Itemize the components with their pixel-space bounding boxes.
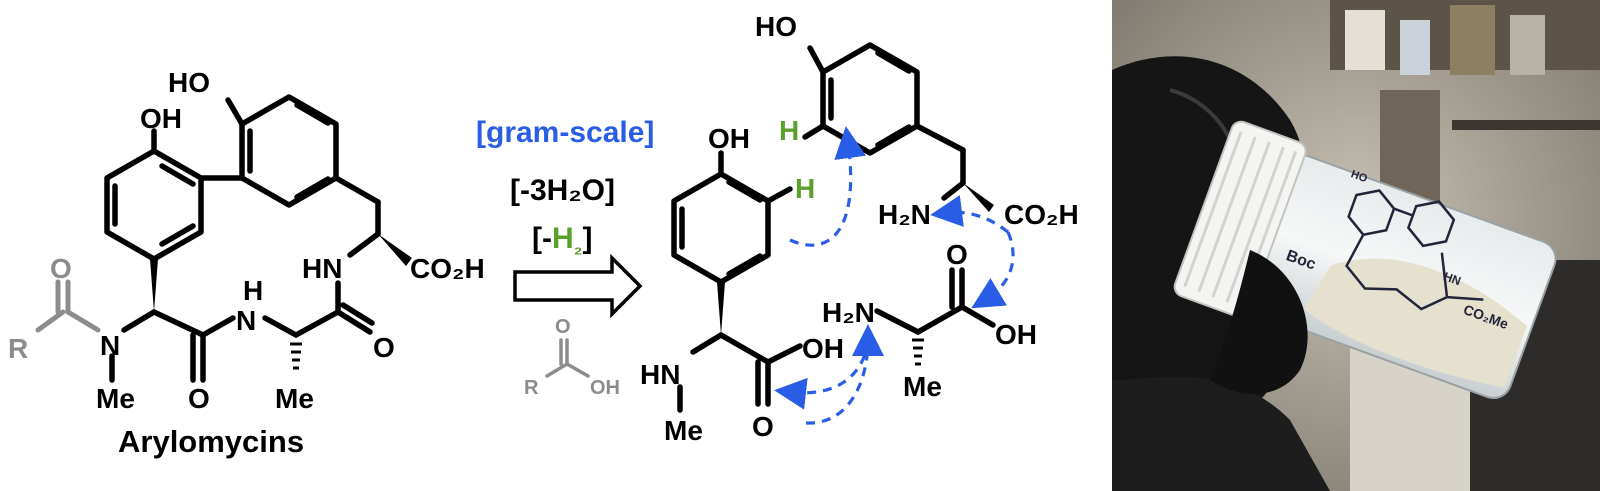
phenol-oh-label: OH bbox=[140, 103, 182, 134]
phenylglycine-oh-acid-label: OH bbox=[802, 333, 844, 364]
vial-photo: HO Boc HN CO₂Me bbox=[1112, 0, 1600, 491]
alanine-amine-label: H₂N bbox=[822, 297, 875, 328]
phenol-ho-label: HO bbox=[168, 67, 210, 98]
phenylglycine-me-label: Me bbox=[664, 415, 703, 446]
acid-oh-label: OH bbox=[590, 377, 620, 399]
alanine-oh-label: OH bbox=[995, 319, 1037, 350]
tyrosine-amine-label: H₂N bbox=[878, 199, 931, 230]
acyl-r-label: R bbox=[8, 333, 28, 364]
amide-coupling-arrow-2-return bbox=[930, 195, 1009, 234]
hydrogen-loss-label: [-H₂] bbox=[532, 222, 593, 259]
bond-formation-arrows bbox=[774, 126, 1015, 425]
tyrosine-ho-label: HO bbox=[755, 11, 797, 42]
n-methyl-me-label: Me bbox=[96, 383, 135, 414]
phenylglycine-fragment: OH H HN Me OH O bbox=[640, 123, 844, 446]
phenylglycine-oh-label: OH bbox=[708, 123, 750, 154]
tyrosine-fragment: HO H H₂N CO₂H bbox=[755, 11, 1079, 230]
n-methyl-n-label: N bbox=[100, 330, 120, 361]
tyrosine-h-label: H bbox=[779, 115, 799, 146]
carboxylic-acid-label: CO₂H bbox=[410, 253, 485, 284]
amide-h-label: H bbox=[243, 275, 263, 306]
tyrosine-acid-label: CO₂H bbox=[1004, 199, 1079, 230]
water-loss-label: [-3H₂O] bbox=[510, 174, 615, 207]
amide-coupling-arrow-1-return bbox=[774, 339, 870, 410]
amide-nh-label: HN bbox=[302, 253, 342, 284]
phenylglycine-h-label: H bbox=[795, 173, 815, 204]
product-title: Arylomycins bbox=[118, 424, 304, 459]
ring-a bbox=[104, 148, 204, 262]
alanine-o-label: O bbox=[946, 239, 968, 270]
scale-label: [gram-scale] bbox=[476, 116, 654, 149]
phenylglycine-o-label: O bbox=[752, 411, 774, 442]
arylomycin-structure: HO OH HN CO₂H O H N O Me N Me O R Arylom… bbox=[8, 67, 485, 459]
ring-b bbox=[239, 94, 339, 208]
amide-coupling-arrow-1 bbox=[805, 324, 884, 425]
phenylglycine-nh-label: HN bbox=[640, 359, 680, 390]
reaction-arrow bbox=[513, 253, 643, 319]
vial-ho-label: HO bbox=[1349, 168, 1369, 185]
vial-nh-label: HN bbox=[1442, 269, 1463, 288]
acyl-o-label: O bbox=[50, 253, 72, 284]
methyl-label: Me bbox=[275, 383, 314, 414]
phenylglycine-ring bbox=[671, 171, 771, 285]
alanine-me-label: Me bbox=[903, 371, 942, 402]
alanine-fragment: H₂N O OH Me bbox=[822, 239, 1037, 402]
carbonyl-o-label: O bbox=[373, 332, 395, 363]
amide-n-label: N bbox=[236, 305, 256, 336]
carbonyl-o-label-2: O bbox=[188, 383, 210, 414]
reaction-conditions: [gram-scale] [-3H₂O] [-H₂] O R OH bbox=[476, 116, 654, 399]
acid-r-label: R bbox=[524, 377, 539, 399]
amide-coupling-arrow-2 bbox=[971, 231, 1015, 309]
tyrosine-ring bbox=[820, 42, 920, 156]
biaryl-coupling-arrow bbox=[789, 126, 867, 247]
acid-o-label: O bbox=[555, 316, 571, 338]
